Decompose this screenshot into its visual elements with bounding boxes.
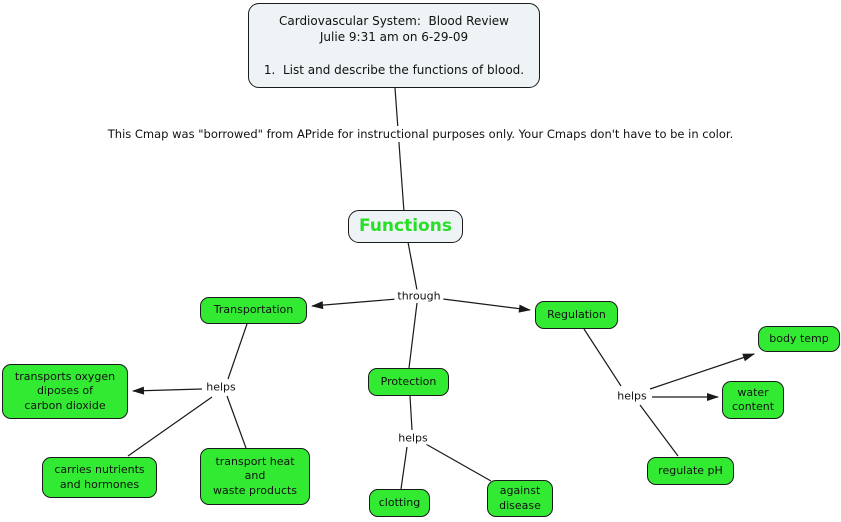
concept-node-regulation-label: Regulation	[547, 307, 606, 321]
concept-node-regulation[interactable]: Regulation	[535, 301, 618, 329]
concept-node-against-disease-label: against disease	[499, 484, 541, 512]
connector-helps-clotting	[400, 446, 408, 490]
concept-node-transports-oxygen-label: transports oxygen diposes of carbon diox…	[14, 370, 116, 412]
link-label-through[interactable]: through	[394, 289, 444, 303]
header-annotation-text: Cardiovascular System: Blood Review Juli…	[263, 14, 525, 77]
connector-helps-carries-nutrients	[127, 396, 213, 457]
note-text: This Cmap was "borrowed" from APride for…	[0, 126, 841, 142]
connector-header-functions	[394, 87, 405, 213]
concept-node-carries-nutrients[interactable]: carries nutrients and hormones	[42, 457, 157, 498]
concept-node-water-content-label: water content	[731, 385, 775, 413]
link-label-helps-center[interactable]: helps	[395, 431, 431, 445]
concept-node-water-content[interactable]: water content	[722, 381, 784, 419]
connector-regulation-helps	[583, 328, 622, 387]
concept-node-clotting[interactable]: clotting	[369, 489, 430, 517]
concept-node-protection[interactable]: Protection	[368, 368, 449, 396]
concept-node-body-temp-label: body temp	[769, 331, 829, 345]
concept-node-protection-label: Protection	[380, 374, 437, 388]
link-label-helps-right[interactable]: helps	[614, 389, 650, 403]
concept-node-regulate-ph-label: regulate pH	[658, 463, 723, 477]
connector-helps-transports-oxygen	[132, 386, 203, 395]
concept-node-transport-heat-label: transport heat and waste products	[212, 455, 298, 497]
concept-node-against-disease[interactable]: against disease	[487, 480, 553, 517]
link-label-helps-left[interactable]: helps	[203, 380, 239, 394]
connector-helps-body-temp	[649, 353, 755, 390]
connector-through-transportation	[311, 298, 398, 310]
connector-functions-through	[407, 241, 418, 291]
concept-node-functions-label: Functions	[359, 215, 452, 236]
concept-node-functions[interactable]: Functions	[348, 210, 463, 243]
header-annotation-node[interactable]: Cardiovascular System: Blood Review Juli…	[248, 3, 540, 88]
concept-node-transports-oxygen[interactable]: transports oxygen diposes of carbon diox…	[2, 364, 128, 419]
concept-node-transport-heat[interactable]: transport heat and waste products	[200, 448, 310, 505]
connector-protection-helps	[409, 395, 413, 431]
connector-helps-transport-heat	[226, 395, 247, 449]
concept-node-regulate-ph[interactable]: regulate pH	[647, 457, 734, 485]
concept-node-transportation[interactable]: Transportation	[200, 297, 307, 324]
concept-node-carries-nutrients-label: carries nutrients and hormones	[54, 463, 145, 491]
connector-through-regulation	[442, 298, 531, 313]
concept-node-body-temp[interactable]: body temp	[758, 326, 840, 352]
concept-node-clotting-label: clotting	[378, 495, 421, 509]
connector-helps-regulate-ph	[639, 404, 679, 457]
connector-helps-against-disease	[423, 442, 492, 482]
connector-transportation-helps	[227, 323, 248, 380]
connector-through-protection	[408, 302, 418, 369]
concept-node-transportation-label: Transportation	[213, 303, 294, 317]
